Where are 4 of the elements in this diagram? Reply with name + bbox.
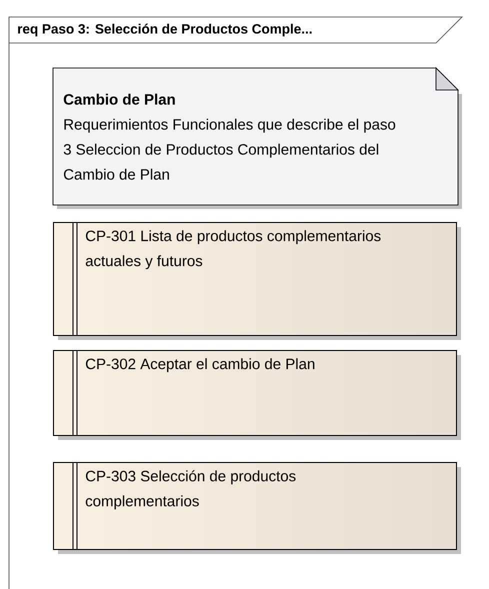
frame-title: req Paso 3: Selección de Productos Comple... xyxy=(18,24,312,36)
requirement-box: CP-301 Lista de productos complementarios actuales y futuros xyxy=(53,222,461,340)
requirement-box: CP-303 Selección de productos complementarios xyxy=(53,462,461,554)
requirement-box: CP-302 Aceptar el cambio de Plan xyxy=(53,350,461,440)
